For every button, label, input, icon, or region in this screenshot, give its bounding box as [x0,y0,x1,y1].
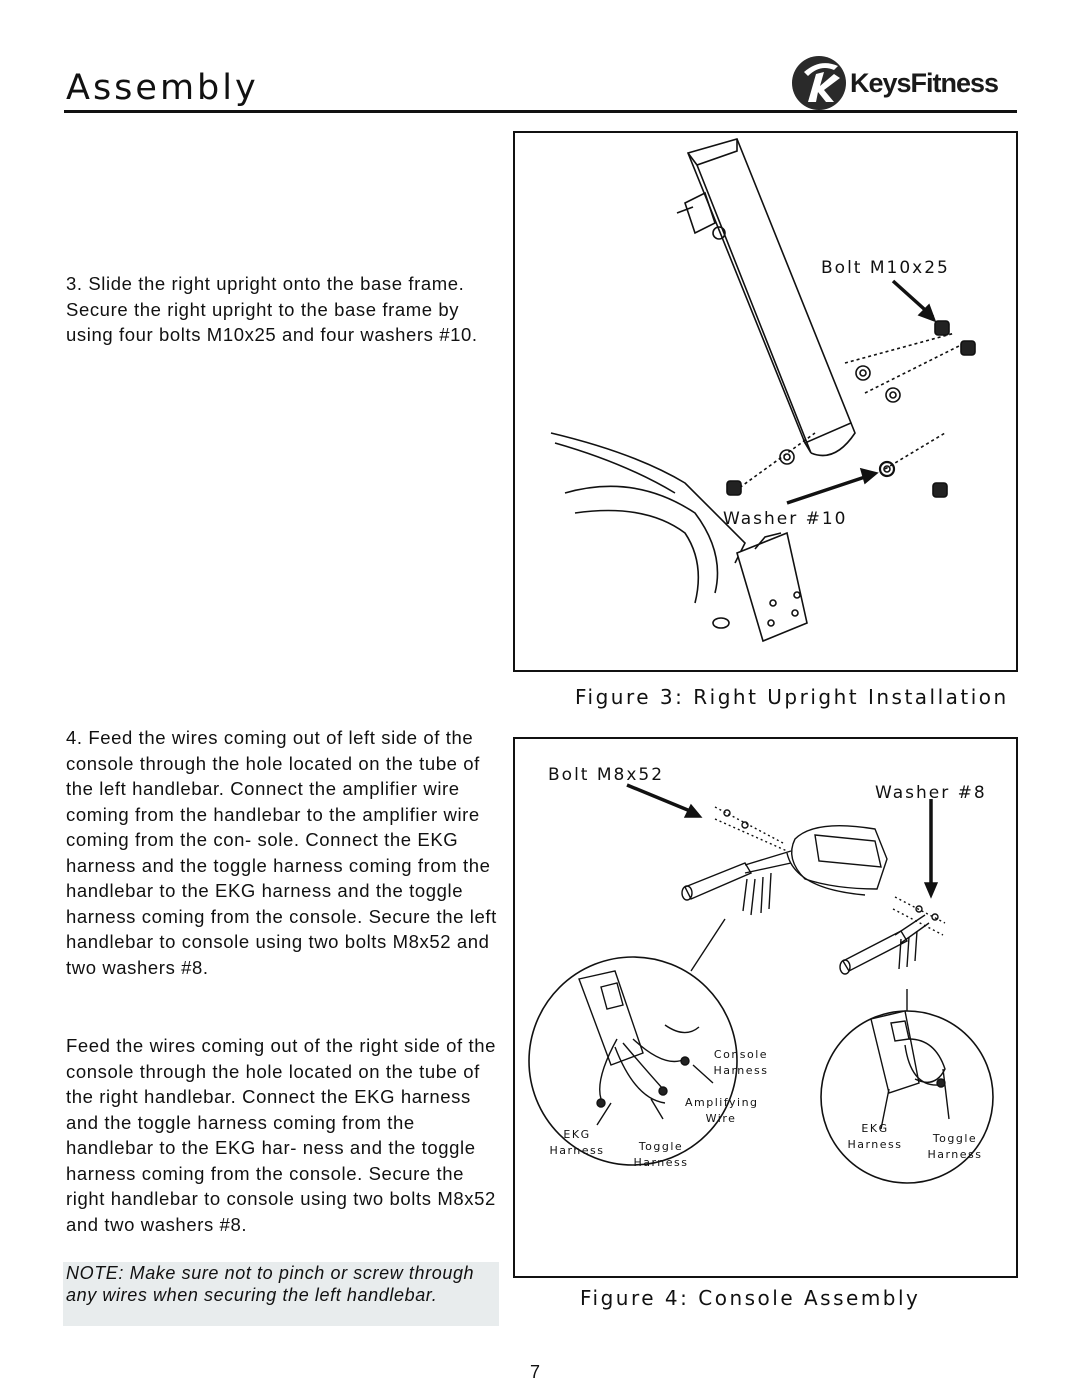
note-box: NOTE: Make sure not to pinch or screw th… [63,1262,499,1326]
keysfitness-logo: KeysFitness [790,52,1020,114]
step-4-right-text: Feed the wires coming out of the right s… [66,1035,497,1235]
console-assembly-drawing [528,783,994,1184]
title-rule [64,110,1017,113]
figure-3-caption: Figure 3: Right Upright Installation [575,685,1009,709]
figure-4-caption: Figure 4: Console Assembly [580,1286,921,1310]
bolt-m8x52-label: Bolt M8x52 [548,765,665,785]
step-4-text: 4. Feed the wires coming out of left sid… [66,727,497,978]
toggle-harness-left-label: Toggle Harness [633,1140,689,1169]
ekg-harness-left-label: EKG Harness [549,1128,605,1157]
washer-10-label: Washer #10 [723,509,848,529]
console-harness-label: Console Harness [713,1048,769,1077]
page-number: 7 [530,1362,541,1382]
bolt-m10x25-label: Bolt M10x25 [821,258,950,278]
right-upright-drawing [550,138,976,643]
step-3-text: 3. Slide the right upright onto the base… [66,273,478,345]
page-title: Assembly [66,68,259,108]
logo-mark-icon [792,56,846,110]
figure-3-box: Bolt M10x25 Washer #10 [513,131,1018,672]
toggle-harness-right-label: Toggle Harness [927,1132,983,1161]
amplifying-wire-label: Amplifying Wire [685,1096,759,1125]
logo-text: KeysFitness [850,68,999,98]
washer-8-label: Washer #8 [875,783,987,803]
figure-4-box: Bolt M8x52 Washer #8 Console Harness Amp… [513,737,1018,1278]
ekg-harness-right-label: EKG Harness [847,1122,903,1151]
